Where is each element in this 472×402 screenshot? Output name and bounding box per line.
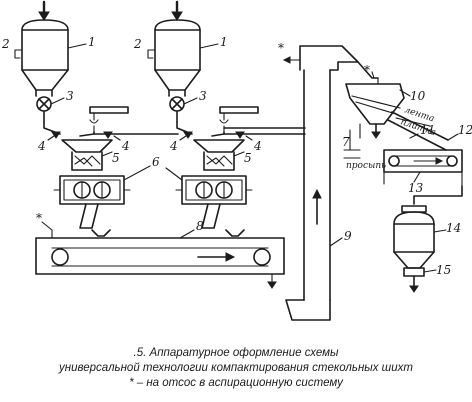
label-10: 10 xyxy=(410,89,426,103)
label-14: 14 xyxy=(446,221,461,235)
press-left xyxy=(53,175,131,229)
label-13: 13 xyxy=(408,181,424,195)
star-conveyor: * xyxy=(36,211,42,225)
label-1-right: 1 xyxy=(220,35,228,49)
label-7: 7 xyxy=(342,135,350,149)
conveyor-8 xyxy=(35,221,285,289)
item-7 xyxy=(343,129,361,159)
label-12: 12 xyxy=(458,123,472,137)
hopper-14 xyxy=(393,205,447,293)
screen-10 xyxy=(345,71,411,139)
label-4-b: 4 xyxy=(121,139,130,153)
label-4-c: 4 xyxy=(169,139,178,153)
label-15: 15 xyxy=(436,263,451,277)
label-3-left: 3 xyxy=(66,89,74,103)
fittings-4 xyxy=(47,131,253,141)
star-screen: * xyxy=(364,63,370,77)
elevator-9 xyxy=(282,45,379,321)
label-5-left: 5 xyxy=(112,151,120,165)
caption-line-1: .5. Аппаратурное оформление схемы xyxy=(133,347,339,359)
label-11: 11 xyxy=(420,123,435,137)
caption-line-2: универсальной технологии компактирования… xyxy=(59,362,413,374)
label-5-right: 5 xyxy=(244,151,252,165)
mixer-right xyxy=(193,139,245,171)
press-right xyxy=(175,175,253,229)
chutes-11-12 xyxy=(387,111,459,151)
hopper-right xyxy=(147,0,219,123)
feeder-top-right xyxy=(219,106,259,133)
caption-line-3: * – на отсос в аспирационную систему xyxy=(129,377,343,389)
annotation-prosyp: просыпь xyxy=(346,161,386,171)
feed-lines xyxy=(43,121,306,137)
label-3-right: 3 xyxy=(199,89,207,103)
label-8: 8 xyxy=(196,219,204,233)
label-9: 9 xyxy=(344,229,352,243)
number-labels: 1 2 3 1 2 3 4 4 4 4 5 5 6 7 8 9 10 11 12… xyxy=(1,35,472,277)
leader-6 xyxy=(123,165,183,181)
conveyor-13 xyxy=(383,149,463,205)
label-4-a: 4 xyxy=(37,139,46,153)
star-elevator: * xyxy=(278,41,284,55)
label-2-right: 2 xyxy=(133,37,142,51)
label-6: 6 xyxy=(152,155,160,169)
mixer-left xyxy=(61,139,113,171)
label-1-left: 1 xyxy=(88,35,96,49)
hopper-left xyxy=(14,0,87,123)
label-4-d: 4 xyxy=(253,139,262,153)
suction-marks: * * * xyxy=(36,41,370,225)
label-2-left: 2 xyxy=(1,37,10,51)
feeder-top-left xyxy=(89,106,129,133)
